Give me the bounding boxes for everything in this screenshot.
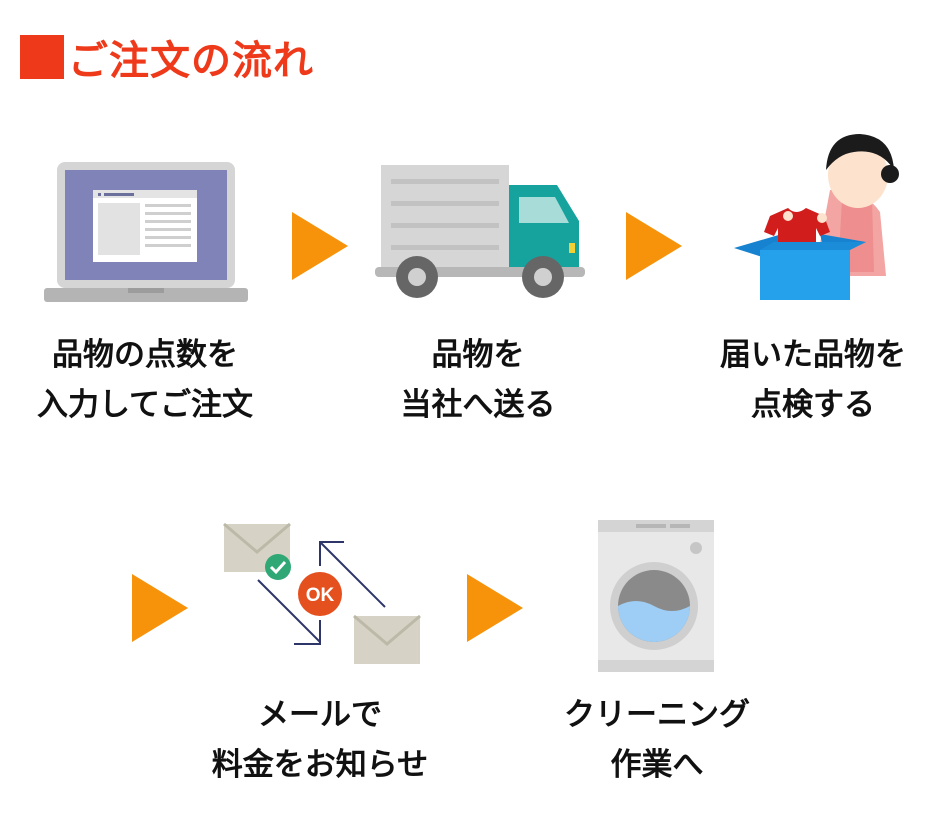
flow-arrow-icon bbox=[626, 212, 682, 280]
step-label: メールで 料金をお知らせ bbox=[211, 697, 429, 783]
flow-arrow-icon bbox=[467, 574, 523, 642]
flow-arrow-icon bbox=[132, 574, 188, 642]
step-label: 届いた品物を 点検する bbox=[720, 337, 906, 423]
step-label: 品物を 当社へ送る bbox=[400, 337, 556, 423]
washing-machine-icon bbox=[598, 520, 714, 672]
page-heading: ご注文の流れ bbox=[20, 32, 314, 84]
flow-arrow-icon bbox=[292, 212, 348, 280]
step-label: クリーニング 作業へ bbox=[564, 697, 750, 783]
truck-icon bbox=[375, 165, 585, 298]
ok-badge-text: OK bbox=[306, 585, 335, 606]
laptop-icon bbox=[44, 162, 248, 302]
inspection-person-icon bbox=[734, 134, 899, 300]
mail-exchange-icon: OK bbox=[223, 522, 421, 664]
page-title: ご注文の流れ bbox=[68, 38, 314, 84]
step-label: 品物の点数を 入力してご注文 bbox=[36, 337, 254, 423]
heading-square-icon bbox=[20, 35, 64, 79]
